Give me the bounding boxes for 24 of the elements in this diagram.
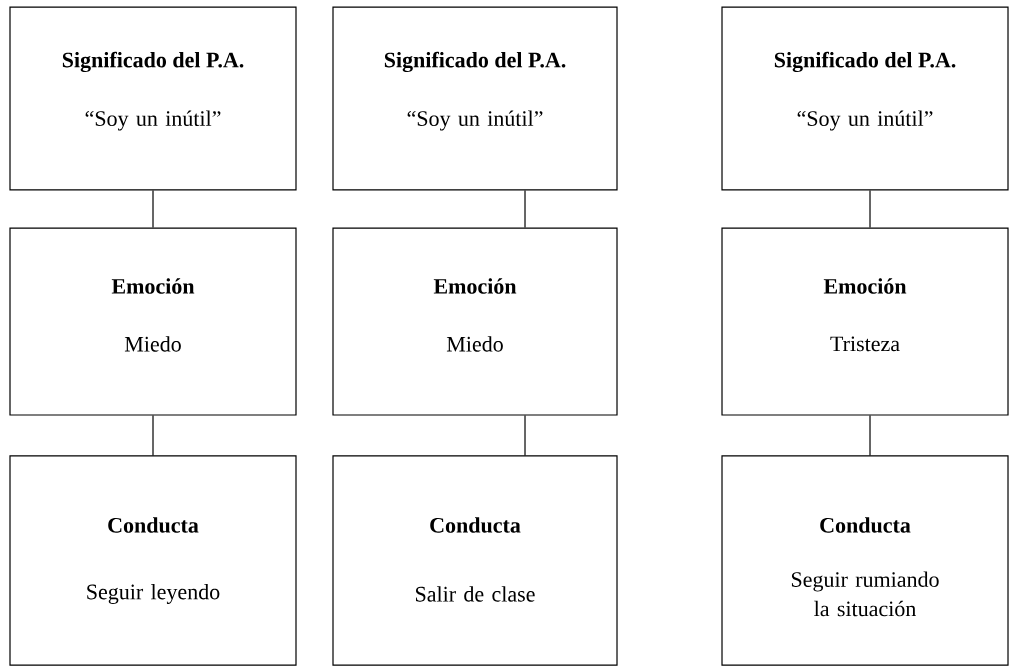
box-text: Miedo [446,336,503,352]
box-heading: Emoción [111,278,195,294]
box-text: Miedo [124,336,181,352]
box-text: Seguir rumiando la situación [791,571,939,617]
box-heading: Significado del P.A. [774,51,956,73]
box-text: Tristeza [830,336,900,352]
box-text: “Soy un inútil” [797,110,933,131]
connector-line [524,189,526,229]
box-heading: Conducta [820,517,911,533]
box-text: “Soy un inútil” [85,110,221,131]
box-heading: Conducta [108,517,199,533]
box-text: Salir de clase [416,586,535,602]
box-text: “Soy un inútil” [407,110,543,131]
connector-line [869,414,871,456]
box-heading: Conducta [430,517,521,533]
box-heading: Significado del P.A. [62,51,244,73]
connector-line [524,414,526,456]
box-text: Seguir leyendo [87,583,220,604]
connector-line [152,189,154,229]
box-heading: Emoción [823,278,907,294]
box-heading: Emoción [433,278,517,294]
box-heading: Significado del P.A. [384,51,566,73]
connector-line [152,414,154,456]
connector-line [869,189,871,229]
